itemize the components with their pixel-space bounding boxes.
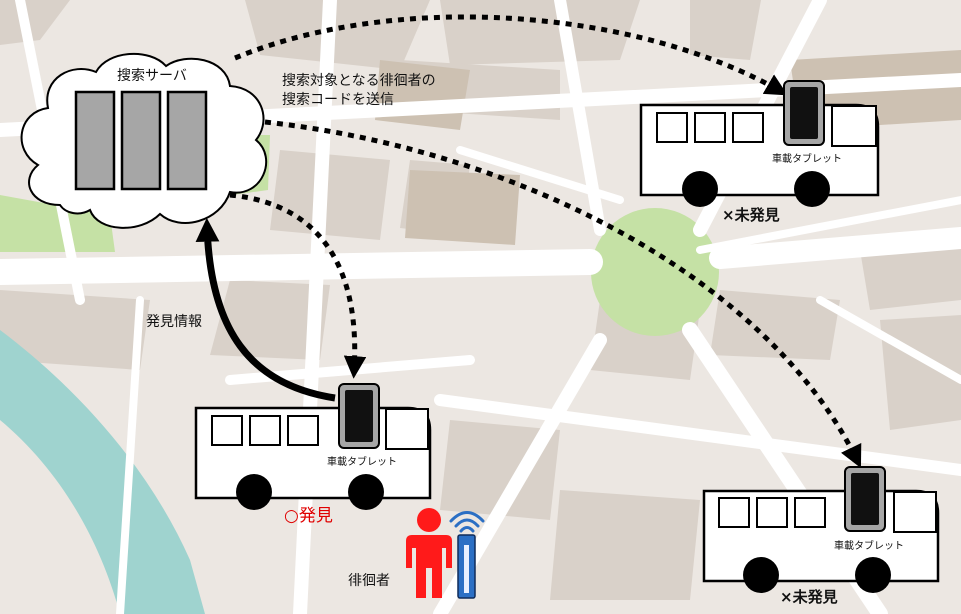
wheel-icon <box>348 474 384 510</box>
tablet-icon <box>338 383 380 449</box>
wanderer: 徘徊者 <box>348 508 485 599</box>
report-arrow <box>195 217 336 402</box>
beacon-icon <box>457 534 476 599</box>
bus-windows <box>656 105 877 147</box>
wheel-icon <box>743 557 779 593</box>
search-server: 搜索サーバ <box>20 53 267 229</box>
message-text: 搜索対象となる徘徊者の 搜索コードを送信 <box>282 72 436 108</box>
bus-found: 車載タブレット ○発見 <box>194 383 432 526</box>
message-line-2: 搜索コードを送信 <box>282 91 394 108</box>
wifi-signal-icon <box>449 511 485 533</box>
tablet-label: 車載タブレット <box>834 539 904 552</box>
message-line-1: 搜索対象となる徘徊者の <box>282 72 436 89</box>
server-label: 搜索サーバ <box>117 67 187 84</box>
bus-windows <box>718 491 937 533</box>
arrow-to-bus-found <box>229 192 367 379</box>
report-label: 発見情報 <box>146 314 202 330</box>
arrow-to-bus-top-right <box>234 14 788 96</box>
wheel-icon <box>794 171 830 207</box>
bus-bottom-right: 車載タブレット ×未発見 <box>702 466 940 606</box>
tablet-icon <box>844 466 886 532</box>
wheel-icon <box>682 171 718 207</box>
tablet-label: 車載タブレット <box>772 152 842 165</box>
tablet-icon <box>783 80 825 146</box>
send-arrows <box>229 14 862 469</box>
wanderer-label: 徘徊者 <box>348 573 390 589</box>
wheel-icon <box>236 474 272 510</box>
river <box>0 330 205 614</box>
status-not-found: ×未発見 <box>780 588 838 606</box>
bus-top-right: 車載タブレット ×未発見 <box>639 80 880 224</box>
server-rack-icon <box>74 90 208 191</box>
arrow-to-bus-bottom-right <box>264 119 862 469</box>
person-icon <box>406 508 452 598</box>
tablet-label: 車載タブレット <box>327 455 397 468</box>
status-not-found: ×未発見 <box>722 206 780 224</box>
bus-windows <box>211 408 429 450</box>
wheel-icon <box>855 557 891 593</box>
status-found: ○発見 <box>284 506 333 526</box>
